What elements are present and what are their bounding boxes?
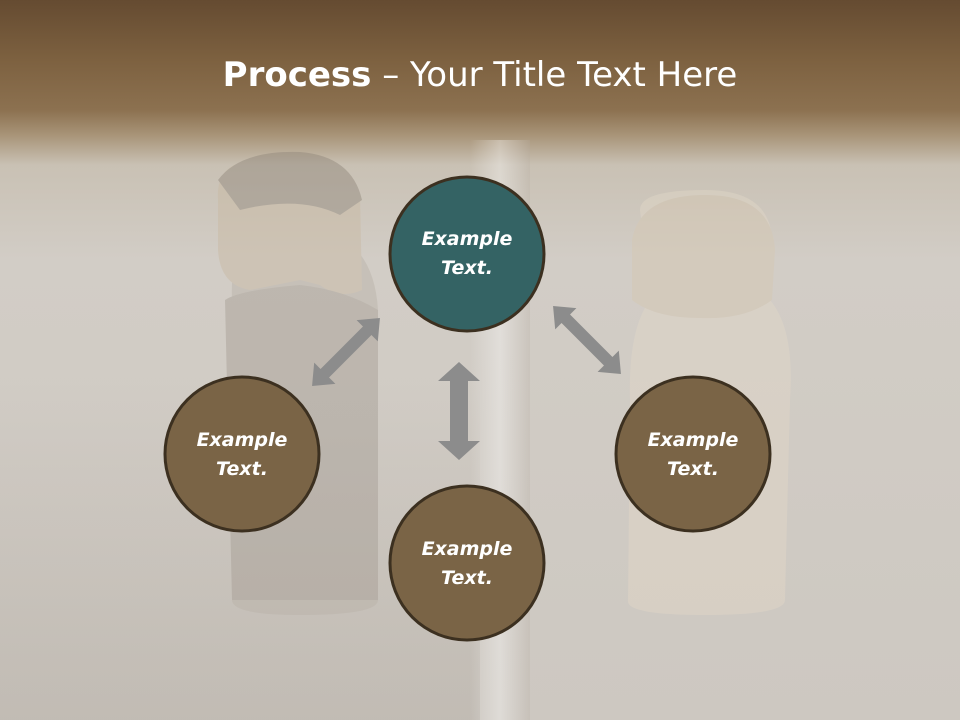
node-right-line1: Example: [647, 429, 739, 451]
node-bottom-line2: Text.: [441, 567, 493, 589]
node-bottom-line1: Example: [421, 538, 513, 560]
node-top-circle: [388, 175, 546, 333]
arrow-top-right: [553, 306, 621, 374]
title-bold: Process: [222, 55, 372, 95]
node-top-label: Example Text.: [389, 225, 545, 283]
node-right-line2: Text.: [667, 458, 719, 480]
node-right-circle: [614, 375, 772, 533]
node-left-line1: Example: [196, 429, 288, 451]
node-left-line2: Text.: [216, 458, 268, 480]
title-dash: –: [371, 55, 411, 95]
arrows: [312, 306, 621, 460]
arrow-top-left: [312, 318, 380, 386]
slide-title: Process – Your Title Text Here: [0, 52, 960, 98]
node-bottom-label: Example Text.: [389, 535, 545, 593]
title-rest: Your Title Text Here: [410, 55, 738, 95]
node-left-label: Example Text.: [164, 426, 320, 484]
node-bottom-circle: [388, 484, 546, 642]
node-right-label: Example Text.: [615, 426, 771, 484]
node-top-line1: Example: [421, 228, 513, 250]
node-left-circle: [163, 375, 321, 533]
node-top-line2: Text.: [441, 257, 493, 279]
arrow-vertical: [438, 362, 480, 460]
